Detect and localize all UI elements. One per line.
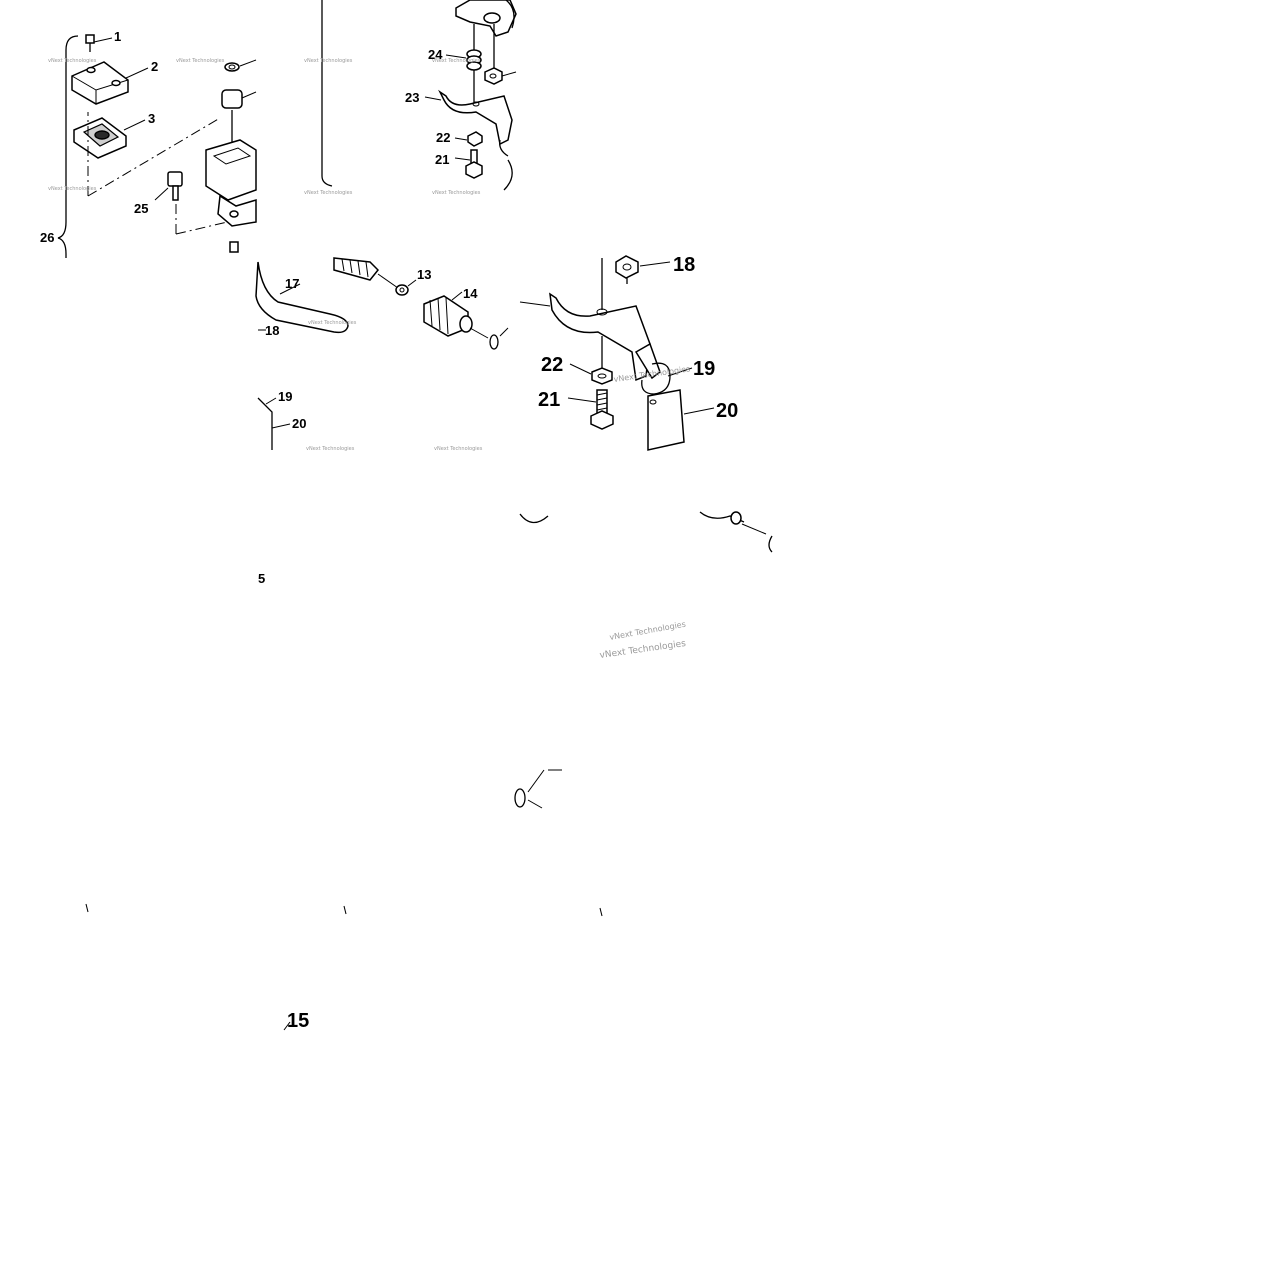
tile-top-left — [57, 34, 257, 258]
part-21-screw — [567, 389, 614, 430]
watermark-text: vNext Technologies — [434, 446, 483, 452]
master-cylinder-body — [205, 59, 257, 253]
part-19-ring — [641, 362, 693, 395]
detail-bracket — [519, 292, 661, 382]
watermarks: vNext Technologies vNext Technologies vN… — [48, 58, 691, 661]
watermark-text: vNext Technologies — [48, 58, 97, 64]
callout-17: 17 — [285, 276, 299, 291]
callout-5: 5 — [258, 571, 265, 586]
callout-detail-22: 22 — [541, 354, 563, 376]
watermark-text: vNext Technologies — [304, 190, 353, 196]
watermark-text: vNext Technologies — [308, 320, 357, 326]
part-14-fitting — [423, 291, 473, 337]
callout-24: 24 — [428, 47, 443, 62]
frame-bracket-left — [321, 0, 333, 187]
tile-top-middle — [321, 0, 517, 191]
o-ring — [489, 334, 499, 350]
callout-21: 21 — [435, 152, 449, 167]
callout-13: 13 — [417, 267, 431, 282]
watermark-text: vNext Technologies — [48, 186, 97, 192]
part-1-screw — [85, 34, 113, 52]
callout-19: 19 — [278, 389, 292, 404]
part-20-tag — [647, 389, 715, 451]
callout-detail-18: 18 — [673, 254, 695, 276]
callout-20: 20 — [292, 416, 306, 431]
callout-labels: 1 2 3 25 26 24 23 22 21 17 18 13 14 19 2… — [40, 29, 738, 1032]
part-22-spacer — [569, 363, 613, 385]
callout-detail-20: 20 — [716, 400, 738, 422]
tag-stub — [257, 397, 291, 450]
fragments — [85, 511, 773, 1031]
watermark-text: vNext Technologies — [176, 58, 225, 64]
part-3-diaphragm — [73, 117, 146, 159]
bracket-26 — [57, 35, 79, 258]
part-23-bracket — [424, 89, 513, 157]
watermark-text: vNext Technologies — [304, 58, 353, 64]
tile-middle — [255, 257, 509, 450]
callout-15: 15 — [287, 1010, 309, 1032]
callout-23: 23 — [405, 90, 419, 105]
upper-arm — [455, 0, 517, 37]
watermark-text: vNext Technologies — [599, 639, 687, 661]
callout-detail-21: 21 — [538, 389, 560, 411]
tile-detail — [519, 255, 715, 451]
part-25-bolt — [154, 171, 183, 201]
callout-22: 22 — [436, 130, 450, 145]
fragment-o-ring — [514, 788, 526, 808]
callout-1: 1 — [114, 29, 121, 44]
part-24-spring — [445, 49, 482, 71]
callout-18: 18 — [265, 323, 279, 338]
callout-14: 14 — [463, 286, 478, 301]
callout-26: 26 — [40, 230, 54, 245]
part-18-nut — [615, 255, 671, 284]
part-13-washer — [395, 279, 417, 296]
part-17-lever — [255, 261, 349, 334]
part-2-cover — [71, 61, 149, 105]
part-22-washer — [454, 131, 483, 147]
watermark-text: vNext Technologies — [306, 446, 355, 452]
part-21-bolt — [454, 149, 483, 179]
callout-3: 3 — [148, 111, 155, 126]
callout-2: 2 — [151, 59, 158, 74]
callout-25: 25 — [134, 201, 148, 216]
upper-nut — [484, 67, 517, 85]
watermark-text: vNext Technologies — [609, 620, 687, 642]
callout-detail-19: 19 — [693, 358, 715, 380]
watermark-text: vNext Technologies — [432, 58, 481, 64]
boot-spring — [333, 257, 380, 281]
watermark-text: vNext Technologies — [432, 190, 481, 196]
